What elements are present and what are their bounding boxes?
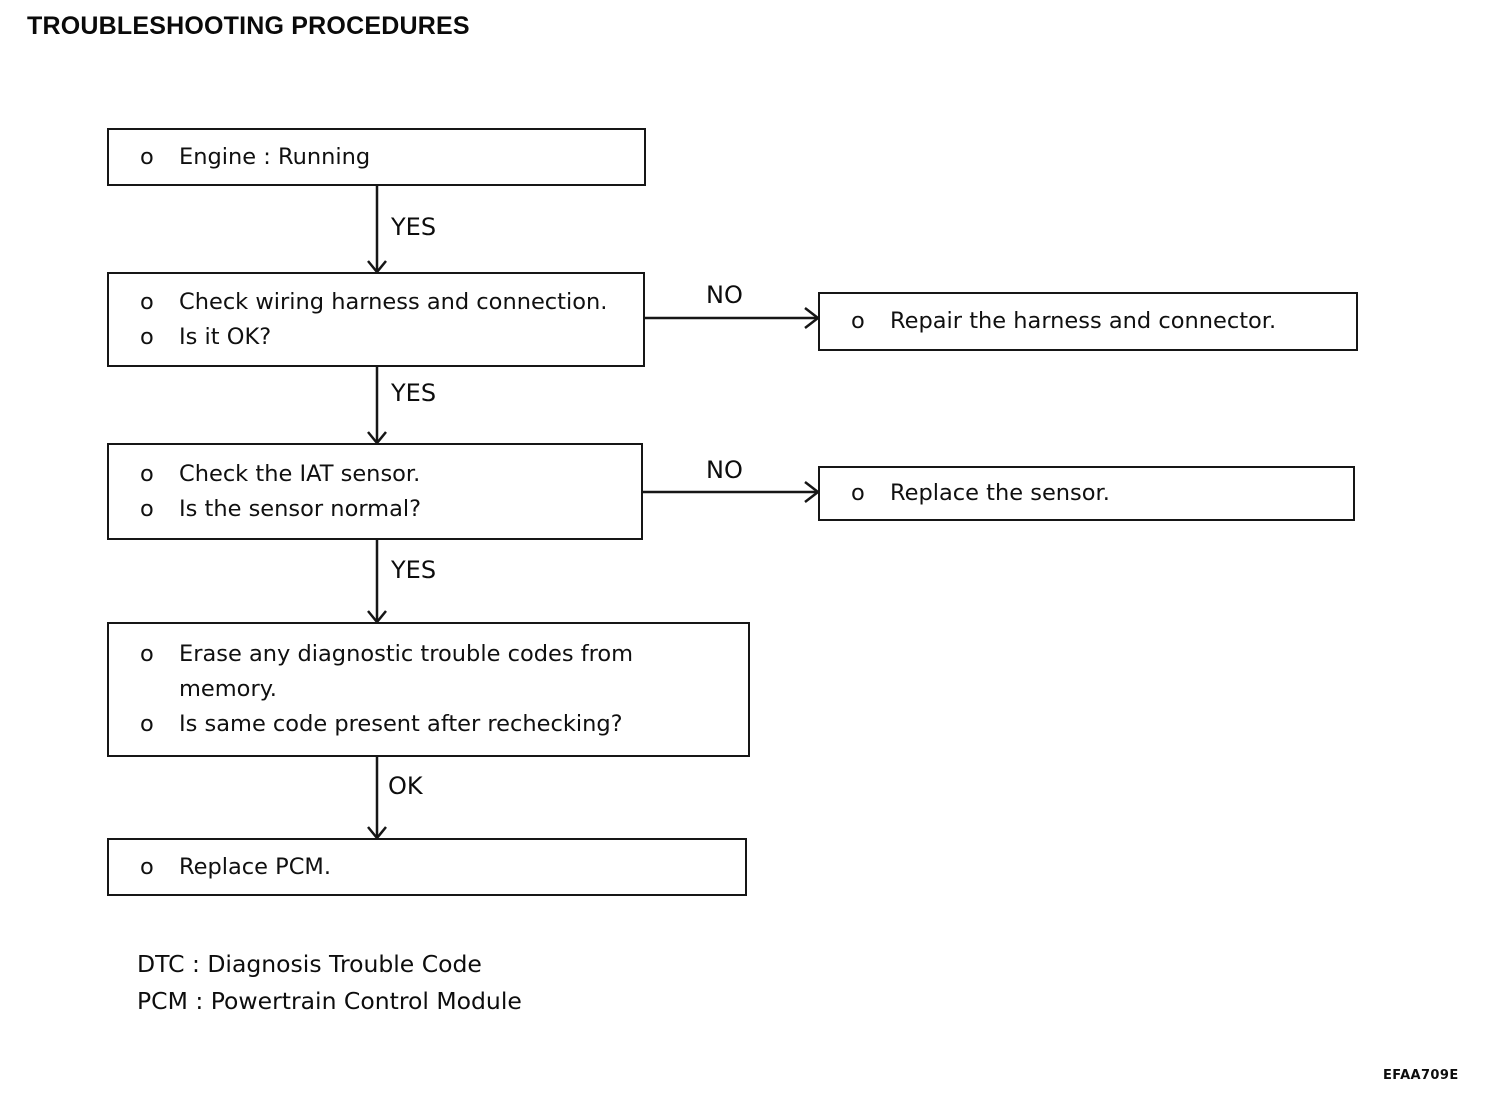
flow-box-repair-harness: o Repair the harness and connector.: [818, 292, 1358, 351]
connector-label-ok: OK: [388, 772, 423, 800]
flow-row-text: Erase any diagnostic trouble codes from: [179, 641, 634, 667]
connector-label-no-1: NO: [706, 281, 743, 309]
bullet-marker: o: [140, 853, 154, 880]
flow-box-engine-running: o Engine : Running: [107, 128, 646, 186]
page-title: TROUBLESHOOTING PROCEDURES: [27, 12, 470, 40]
bullet-marker: o: [851, 308, 865, 334]
flow-row: o Is the sensor normal?: [140, 492, 633, 527]
flow-row: o Replace PCM.: [140, 850, 737, 885]
abbreviation-legend: DTC : Diagnosis Trouble Code PCM : Power…: [137, 946, 522, 1020]
arrow-down-yes-2: [367, 367, 387, 445]
bullet-marker: o: [140, 460, 154, 487]
flow-box-check-wiring: o Check wiring harness and connection. o…: [107, 272, 645, 367]
flow-row-text: Is same code present after rechecking?: [179, 711, 623, 737]
flow-row-text: Check wiring harness and connection.: [179, 288, 608, 315]
legend-line-dtc: DTC : Diagnosis Trouble Code: [137, 950, 482, 978]
bullet-marker: o: [851, 480, 865, 506]
figure-code: EFAA709E: [1383, 1068, 1459, 1083]
flow-row-text: Engine : Running: [179, 143, 371, 170]
flow-row: o Replace the sensor.: [851, 476, 1345, 511]
flow-row: o Engine : Running: [140, 140, 636, 175]
flow-row: o Is it OK?: [140, 320, 635, 355]
bullet-marker: o: [140, 495, 154, 522]
flow-row: o Is same code present after rechecking?: [140, 707, 740, 742]
flow-row-text: Check the IAT sensor.: [179, 460, 421, 487]
flow-row-text: Is the sensor normal?: [179, 495, 422, 522]
flow-row: o Check wiring harness and connection.: [140, 285, 635, 320]
flow-box-replace-pcm: o Replace PCM.: [107, 838, 747, 896]
bullet-marker: o: [140, 711, 154, 737]
flow-box-check-iat-sensor: o Check the IAT sensor. o Is the sensor …: [107, 443, 643, 540]
bullet-marker: o: [140, 323, 154, 350]
flow-row: o Repair the harness and connector.: [851, 304, 1348, 339]
flow-row-text: Replace PCM.: [179, 853, 331, 880]
flow-row-text: Repair the harness and connector.: [890, 308, 1277, 334]
bullet-marker: o: [140, 641, 154, 667]
flow-row-text: Is it OK?: [179, 323, 272, 350]
flow-box-replace-sensor: o Replace the sensor.: [818, 466, 1355, 521]
arrow-down-yes-1: [367, 186, 387, 274]
arrow-down-ok: [367, 757, 387, 840]
connector-label-yes-3: YES: [391, 556, 437, 584]
flow-row: o Check the IAT sensor.: [140, 457, 633, 492]
flow-box-erase-trouble-codes: o Erase any diagnostic trouble codes fro…: [107, 622, 750, 757]
flow-row-text: Replace the sensor.: [890, 480, 1110, 506]
bullet-marker: o: [140, 143, 154, 170]
arrow-down-yes-3: [367, 540, 387, 624]
bullet-marker: o: [140, 288, 154, 315]
connector-label-yes-2: YES: [391, 379, 437, 407]
flow-row: o Erase any diagnostic trouble codes fro…: [140, 637, 740, 672]
flow-row-text: memory.: [179, 676, 277, 702]
flow-row: memory.: [140, 672, 740, 707]
connector-label-yes-1: YES: [391, 213, 437, 241]
connector-label-no-2: NO: [706, 456, 743, 484]
legend-line-pcm: PCM : Powertrain Control Module: [137, 987, 522, 1015]
